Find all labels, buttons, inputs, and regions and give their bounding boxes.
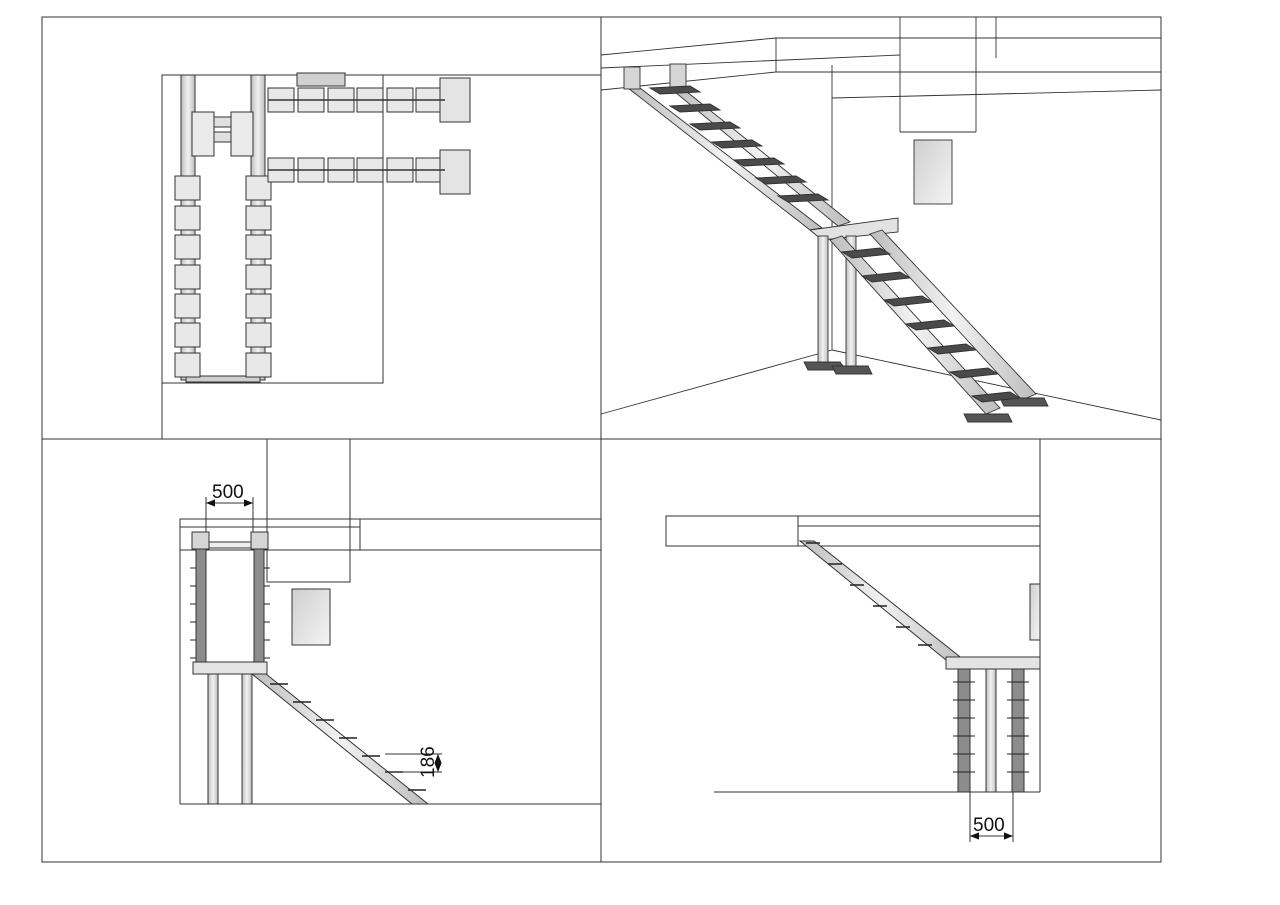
plan-treads-left: [174, 175, 272, 378]
plan-treads-top: [267, 87, 443, 183]
plan-view: [161, 72, 601, 439]
front-rise-dimension: 186: [418, 746, 439, 778]
side-post-ticks: [953, 681, 1029, 773]
side-treads: [806, 542, 932, 646]
side-width-dimension: 500: [973, 815, 1005, 836]
front-tread-ticks: [190, 567, 270, 659]
perspective-treads: [648, 85, 1022, 403]
sheet-frame: [41, 16, 1162, 863]
front-width-dimension: 500: [212, 482, 244, 503]
front-view: [179, 439, 601, 805]
side-view: [665, 439, 1041, 842]
perspective-view: [600, 17, 1162, 423]
